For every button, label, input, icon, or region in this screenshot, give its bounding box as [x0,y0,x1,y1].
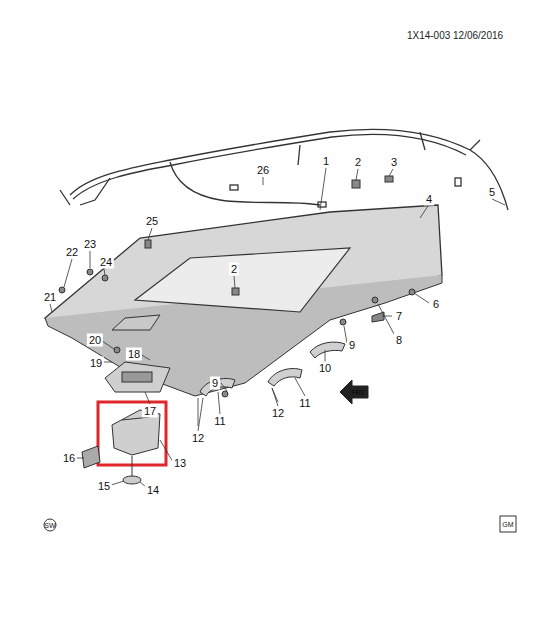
callout-number: 2 [229,263,239,276]
callout-number: 7 [394,310,404,323]
callout-number: 17 [142,405,158,418]
callout-number: 9 [347,339,357,352]
front-arrow-text: FRT [351,389,365,396]
callout-number: 10 [317,362,333,375]
sw-mark: SW [44,522,55,529]
callout-number: 21 [42,291,58,304]
callout-number: 11 [212,415,227,428]
callout-number: 6 [431,298,441,311]
callout-number: 1 [321,155,331,168]
callout-number: 14 [145,484,161,497]
callout-number: 22 [64,246,80,259]
callout-number: 23 [82,238,98,251]
callout-number: 12 [270,407,286,420]
callout-number: 5 [487,186,497,199]
callout-number: 18 [126,348,142,361]
callout-number: 20 [87,334,103,347]
callout-number: 8 [394,334,404,347]
gm-logo: GM [502,521,513,528]
callout-number: 3 [389,156,399,169]
callout-number: 26 [255,164,271,177]
callout-number: 9 [210,377,220,390]
callout-number: 11 [297,397,312,410]
callout-number: 25 [144,215,160,228]
header-code: 1X14-003 12/06/2016 [405,30,505,42]
callout-number: 12 [190,432,206,445]
callout-number: 24 [98,256,114,269]
callout-number: 15 [96,480,112,493]
callout-number: 19 [88,357,104,370]
callout-number: 13 [172,457,188,470]
callout-number: 2 [353,156,363,169]
callout-number: 4 [424,193,434,206]
callout-number: 16 [61,452,77,465]
